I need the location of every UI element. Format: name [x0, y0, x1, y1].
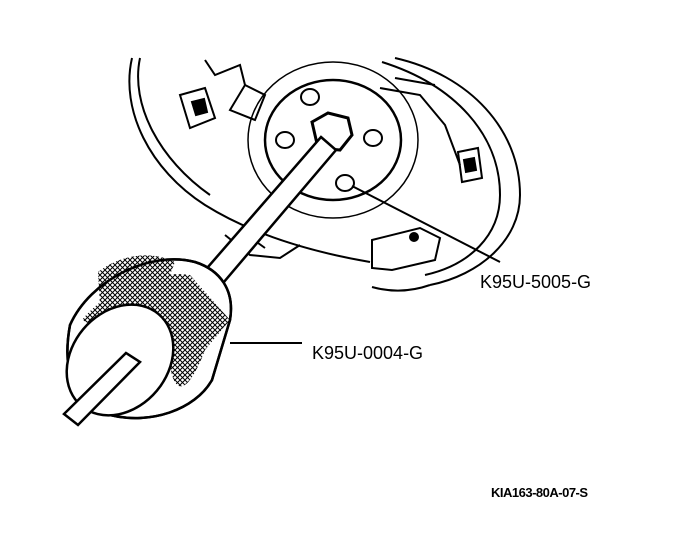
callout-label-k95u-0004-g: K95U-0004-G [312, 343, 424, 363]
figure-code: KIA163-80A-07-S [491, 485, 588, 500]
backing-plate [128, 57, 522, 292]
callout-label-k95u-5005-g: K95U-5005-G [480, 272, 592, 292]
leader-lines [230, 185, 501, 344]
slide-hammer-weight [62, 255, 233, 427]
